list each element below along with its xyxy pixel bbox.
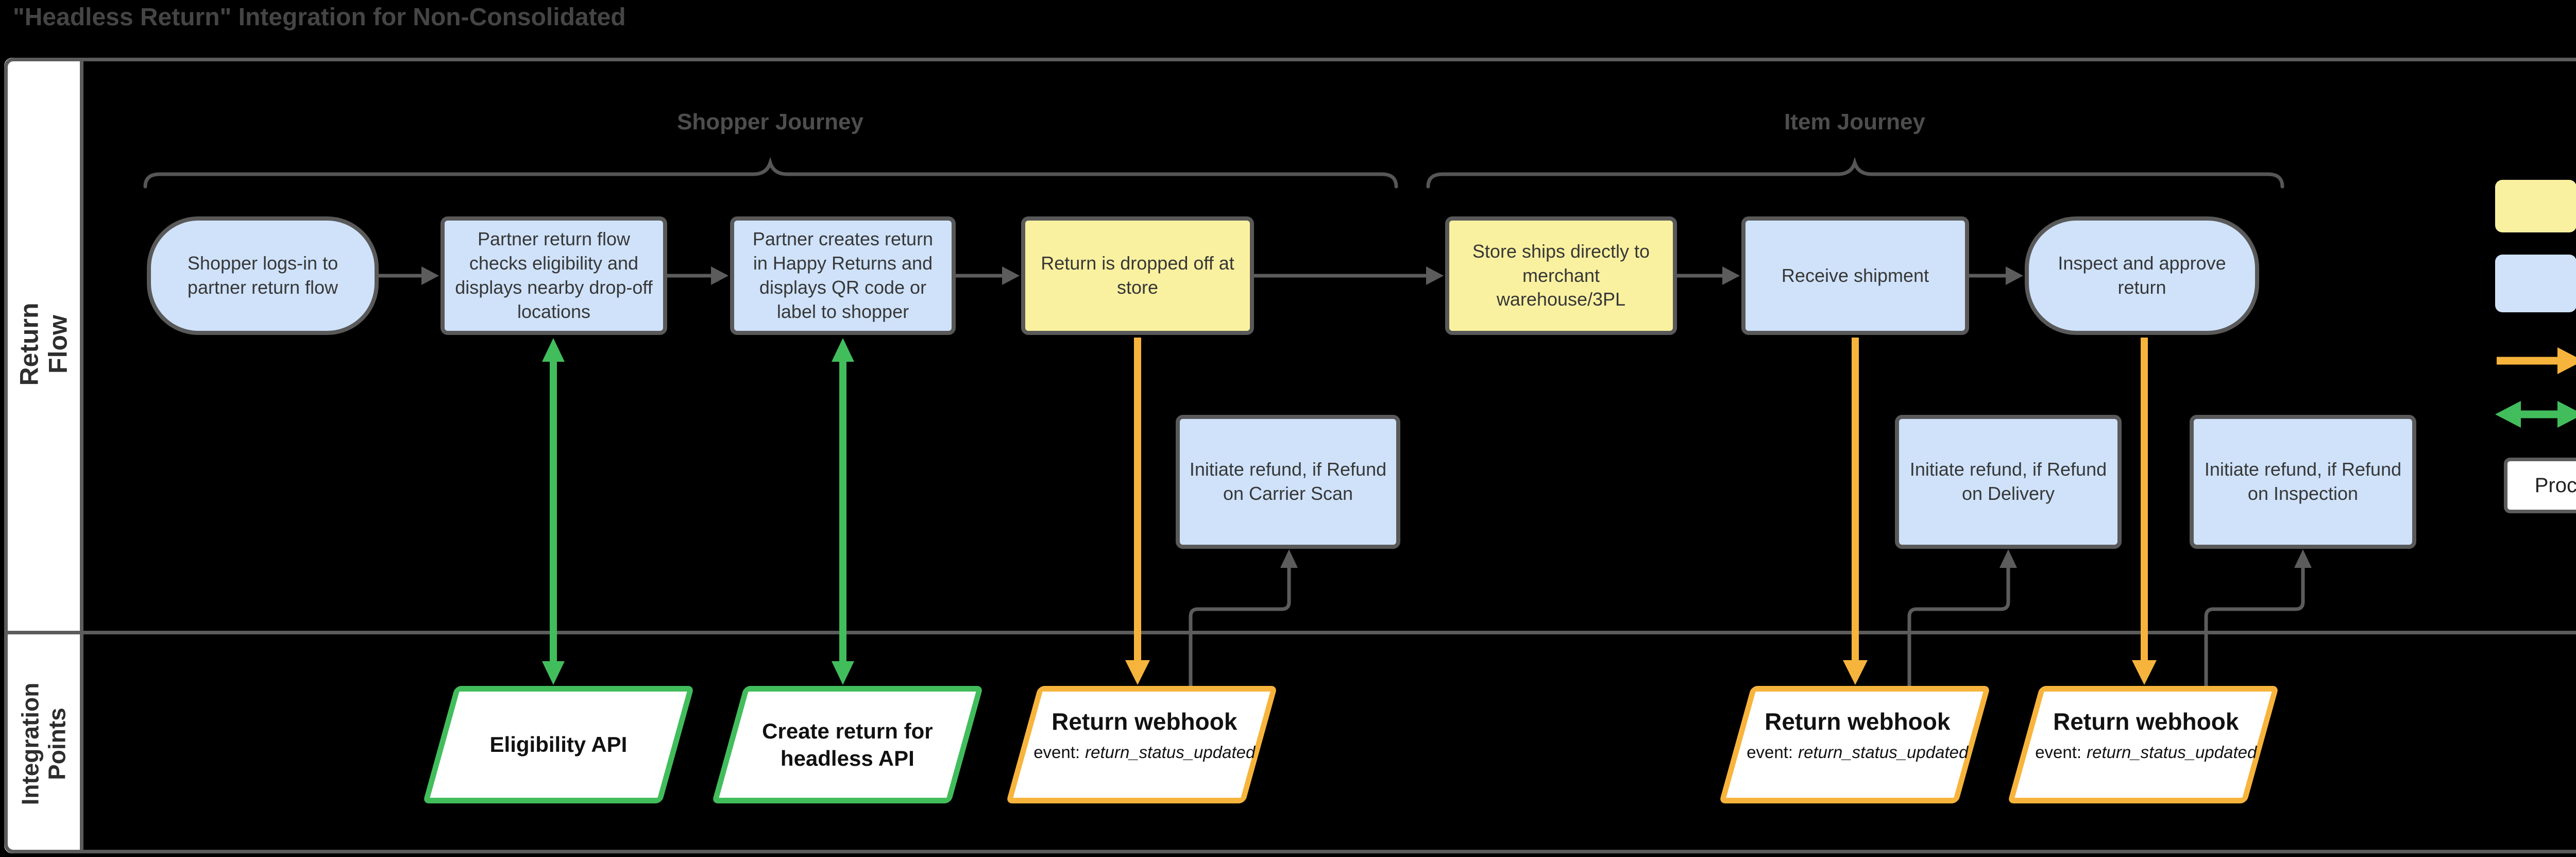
legend-webhook-arrow-icon (2497, 347, 2576, 374)
return-webhook-1-event: event: return_status_updated (1030, 743, 1258, 762)
connector-webhook2-refund-delivery (1907, 549, 2017, 686)
node-return-webhook-1: Return webhook event: return_status_updat… (1006, 686, 1278, 803)
api-arrow-eligibility (542, 338, 565, 685)
arrow-eligibility-to-create (667, 266, 728, 285)
api-arrows (542, 338, 854, 685)
node-refund-inspection-label: Initiate refund, if Refund on Inspection (2204, 459, 2402, 504)
lane-label-column (4, 58, 83, 853)
node-create-return-label: Partner creates return in Happy Returns … (752, 228, 934, 322)
page-title: "Headless Return" Integration for Non-Co… (13, 4, 626, 31)
item-journey-brace (1426, 157, 2284, 189)
node-refund-delivery-label: Initiate refund, if Refund on Delivery (1909, 459, 2107, 504)
arrow-dropoff-to-storeships (1254, 266, 1444, 285)
legend-happy-returns-swatch (2495, 180, 2576, 232)
node-refund-delivery: Initiate refund, if Refund on Delivery (1895, 415, 2122, 549)
shopper-journey-brace (143, 157, 1398, 189)
node-inspect-approve: Inspect and approve return (2025, 216, 2259, 335)
webhook-arrow-dropoff (1125, 338, 1150, 685)
flow-arrows (379, 266, 2023, 285)
lane-divider (4, 631, 2576, 634)
connector-webhook1-refund-carrier (1189, 549, 1298, 686)
node-dropoff-label: Return is dropped off at store (1041, 253, 1234, 298)
return-webhook-1-event-label: event: (1033, 743, 1080, 762)
return-webhook-1-event-value: return_status_updated (1085, 743, 1256, 762)
refund-connectors (1189, 549, 2312, 686)
node-eligibility-check: Partner return flow checks eligibility a… (440, 216, 667, 335)
legend-process-shape: Process (2504, 458, 2576, 513)
return-webhook-3-event-label: event: (2035, 743, 2082, 762)
return-webhook-1-title: Return webhook (1052, 708, 1238, 735)
node-dropoff: Return is dropped off at store (1021, 216, 1254, 335)
item-journey-label: Item Journey (1784, 109, 1925, 135)
return-webhook-3-event-value: return_status_updated (2087, 743, 2257, 762)
return-webhook-2-event-label: event: (1747, 743, 1793, 762)
return-webhook-2-event: event: return_status_updated (1743, 743, 1971, 762)
arrow-storeships-to-receive (1677, 266, 1740, 285)
webhook-arrow-receive (1843, 338, 1868, 685)
node-create-return-api: Create return for headless API (711, 686, 984, 803)
node-eligibility-check-label: Partner return flow checks eligibility a… (455, 228, 653, 322)
node-inspect-approve-label: Inspect and approve return (2058, 253, 2226, 298)
node-eligibility-api-label: Eligibility API (489, 732, 628, 757)
legend-partner-swatch (2495, 255, 2576, 312)
diagram-outer-frame (4, 58, 2576, 853)
webhook-arrows (1125, 338, 2157, 685)
node-store-ships: Store ships directly to merchant warehou… (1445, 216, 1677, 335)
api-arrow-create-return (832, 338, 854, 685)
node-return-webhook-2: Return webhook event: return_status_updat… (1719, 686, 1991, 803)
arrow-receive-to-inspect (1969, 266, 2023, 285)
node-shopper-login: Shopper logs-in to partner return flow (147, 216, 379, 335)
return-webhook-2-title: Return webhook (1765, 708, 1951, 735)
node-shopper-login-label: Shopper logs-in to partner return flow (187, 253, 338, 298)
node-create-return-api-label: Create return for headless API (762, 718, 933, 770)
node-refund-inspection: Initiate refund, if Refund on Inspection (2190, 415, 2416, 549)
connector-webhook3-refund-inspection (2204, 549, 2312, 686)
webhook-arrow-inspect (2132, 338, 2157, 685)
node-receive-shipment: Receive shipment (1741, 216, 1969, 335)
shopper-journey-label: Shopper Journey (677, 109, 863, 135)
arrow-login-to-eligibility (379, 266, 439, 285)
node-receive-shipment-label: Receive shipment (1781, 264, 1929, 286)
return-webhook-3-title: Return webhook (2053, 708, 2239, 735)
legend-arrow-glyphs (2495, 347, 2576, 428)
node-eligibility-api: Eligibility API (422, 686, 694, 803)
node-return-webhook-3: Return webhook event: return_status_updat… (2007, 686, 2279, 803)
legend-api-arrow-icon (2495, 401, 2576, 428)
return-webhook-2-event-value: return_status_updated (1798, 743, 1969, 762)
node-create-return: Partner creates return in Happy Returns … (730, 216, 956, 335)
lane-label-column-divider (80, 58, 83, 853)
arrow-create-to-dropoff (956, 266, 1020, 285)
legend-process-label: Process (2534, 474, 2576, 497)
return-webhook-3-event: event: return_status_updated (2032, 743, 2260, 762)
node-store-ships-label: Store ships directly to merchant warehou… (1472, 240, 1650, 310)
node-refund-carrier-scan: Initiate refund, if Refund on Carrier Sc… (1176, 415, 1400, 549)
node-refund-carrier-scan-label: Initiate refund, if Refund on Carrier Sc… (1189, 459, 1387, 504)
